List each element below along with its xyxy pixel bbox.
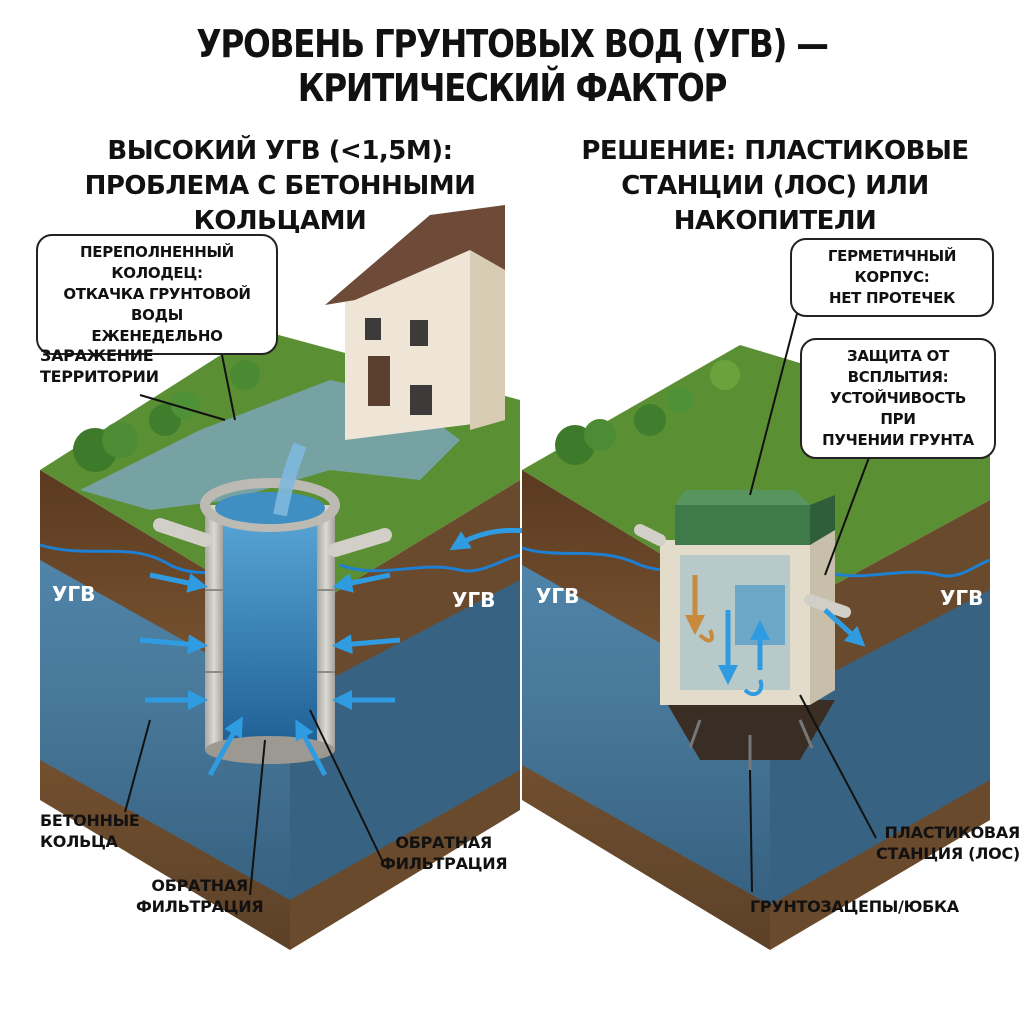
contamination-line-2: ТЕРРИТОРИИ [40, 367, 159, 386]
page-title: УРОВЕНЬ ГРУНТОВЫХ ВОД (УГВ) — КРИТИЧЕСКИ… [196, 22, 828, 110]
left-heading: ВЫСОКИЙ УГВ (<1,5М): ПРОБЛЕМА С БЕТОННЫМ… [40, 134, 520, 239]
overflow-callout-line-3: ЕЖЕНЕДЕЛЬНО [91, 327, 223, 345]
station-line-2: СТАНЦИЯ (ЛОС) [876, 844, 1020, 863]
float-callout-line-1: ЗАЩИТА ОТ ВСПЛЫТИЯ: [846, 347, 950, 386]
overflow-well-callout: ПЕРЕПОЛНЕННЫЙ КОЛОДЕЦ: ОТКАЧКА ГРУНТОВОЙ… [36, 234, 278, 355]
backflow-right-line-1: ОБРАТНАЯ [395, 833, 492, 852]
sealed-body-callout: ГЕРМЕТИЧНЫЙ КОРПУС: НЕТ ПРОТЕЧЕК [790, 238, 994, 317]
left-groundwater-front [40, 560, 290, 900]
infiltration-arrows [139, 572, 401, 777]
backflow-bottom-line-1: ОБРАТНАЯ [151, 876, 248, 895]
left-heading-line-2: ПРОБЛЕМА С БЕТОННЫМИ КОЛЬЦАМИ [84, 171, 476, 236]
backflow-label-right: ОБРАТНАЯ ФИЛЬТРАЦИЯ [380, 832, 508, 874]
leader-lines [124, 301, 881, 896]
backflow-right-line-2: ФИЛЬТРАЦИЯ [380, 854, 508, 873]
right-heading-line-1: РЕШЕНИЕ: ПЛАСТИКОВЫЕ [581, 136, 969, 166]
ugv-label-right-2: УГВ [940, 586, 984, 610]
sealed-callout-line-2: НЕТ ПРОТЕЧЕК [828, 289, 956, 307]
left-heading-line-1: ВЫСОКИЙ УГВ (<1,5М): [107, 136, 453, 166]
concrete-rings-label: БЕТОННЫЕ КОЛЬЦА [40, 810, 140, 852]
station-line-1: ПЛАСТИКОВАЯ [884, 823, 1021, 842]
overflow-callout-line-1: ПЕРЕПОЛНЕННЫЙ КОЛОДЕЦ: [80, 243, 234, 282]
overflow-callout-line-2: ОТКАЧКА ГРУНТОВОЙ ВОДЫ [63, 285, 251, 324]
float-callout-line-2: УСТОЙЧИВОСТЬ ПРИ [829, 389, 967, 428]
plastic-station [634, 490, 866, 770]
float-callout-line-3: ПУЧЕНИИ ГРУНТА [822, 431, 974, 449]
ugv-label-right-1: УГВ [536, 584, 580, 608]
rings-line-1: БЕТОННЫЕ [40, 811, 140, 830]
backflow-label-bottom: ОБРАТНАЯ ФИЛЬТРАЦИЯ [136, 875, 264, 917]
right-heading: РЕШЕНИЕ: ПЛАСТИКОВЫЕ СТАНЦИИ (ЛОС) ИЛИ Н… [540, 134, 1010, 239]
concrete-rings-well [153, 442, 392, 764]
rings-line-2: КОЛЬЦА [40, 832, 118, 851]
right-heading-line-2: СТАНЦИИ (ЛОС) ИЛИ НАКОПИТЕЛИ [621, 171, 929, 236]
anchors-label: ГРУНТОЗАЦЕПЫ/ЮБКА [750, 897, 959, 916]
ugv-label-left-1: УГВ [52, 582, 96, 606]
ugv-label-left-2: УГВ [452, 588, 496, 612]
contamination-label: ЗАРАЖЕНИЕ ТЕРРИТОРИИ [40, 345, 159, 387]
anti-float-callout: ЗАЩИТА ОТ ВСПЛЫТИЯ: УСТОЙЧИВОСТЬ ПРИ ПУЧ… [800, 338, 996, 459]
backflow-bottom-line-2: ФИЛЬТРАЦИЯ [136, 897, 264, 916]
plastic-station-label: ПЛАСТИКОВАЯ СТАНЦИЯ (ЛОС) [876, 822, 1020, 864]
sealed-callout-line-1: ГЕРМЕТИЧНЫЙ КОРПУС: [827, 247, 957, 286]
contamination-line-1: ЗАРАЖЕНИЕ [40, 346, 154, 365]
house [325, 205, 505, 440]
left-groundwater-side [290, 580, 520, 900]
